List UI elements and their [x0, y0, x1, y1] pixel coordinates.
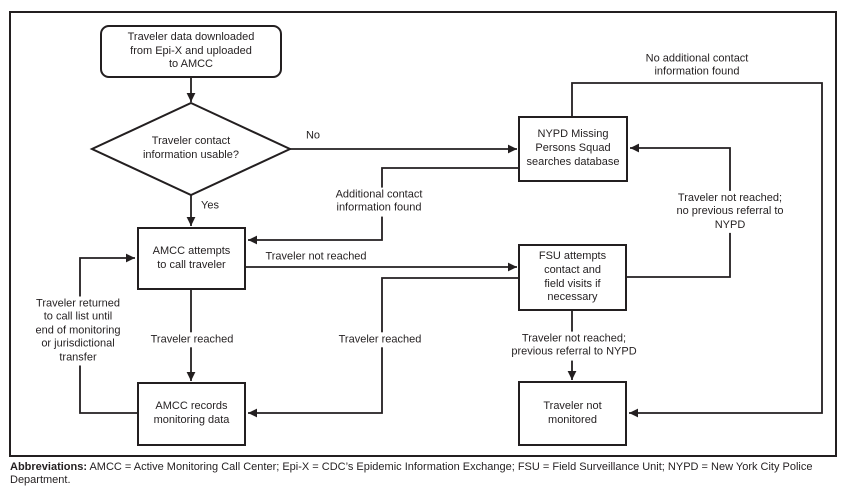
node-nypd-missing-persons: NYPD Missing Persons Squad searches data… — [518, 116, 628, 182]
node-traveler-not-monitored: Traveler not monitored — [518, 381, 627, 446]
node-amcc-attempts: AMCC attempts to call traveler — [137, 227, 246, 290]
abbreviations-title: Abbreviations: — [10, 461, 88, 473]
node-fsu-attempts: FSU attempts contact and field visits if… — [518, 244, 627, 311]
node-start: Traveler data downloaded from Epi-X and … — [100, 25, 282, 78]
edge-label-no: No — [305, 129, 321, 142]
edge-label-yes: Yes — [201, 199, 219, 212]
abbreviations: Abbreviations: AMCC = Active Monitoring … — [10, 461, 838, 487]
edge-nypd-no-additional-info-to-not-monitored — [571, 82, 823, 418]
edge-label-traveler-reached-left: Traveler reached — [148, 332, 236, 348]
node-decision-label: Traveler contact information usable? — [142, 135, 239, 161]
abbreviations-text: AMCC = Active Monitoring Call Center; Ep… — [10, 461, 813, 487]
node-not-monitored-label: Traveler not monitored — [543, 399, 602, 426]
edge-label-no-additional-info: No additional contact information found — [645, 52, 749, 78]
edge-label-traveler-not-reached: Traveler not reached — [265, 250, 367, 263]
edge-label-not-reached-no-referral: Traveler not reached; no previous referr… — [674, 190, 786, 234]
edge-label-returned-to-call-list: Traveler returned to call list until end… — [33, 296, 123, 366]
figure-border — [9, 11, 837, 457]
edge-label-traveler-reached-right: Traveler reached — [336, 332, 424, 348]
node-fsu-label: FSU attempts contact and field visits if… — [538, 249, 607, 304]
edge-label-not-reached-prev-referral: Traveler not reached; previous referral … — [509, 331, 639, 361]
node-nypd-label: NYPD Missing Persons Squad searches data… — [526, 128, 620, 168]
node-amcc-records: AMCC records monitoring data — [137, 382, 246, 446]
node-start-label: Traveler data downloaded from Epi-X and … — [127, 30, 255, 71]
node-amcc-attempts-label: AMCC attempts to call traveler — [152, 244, 231, 271]
node-amcc-records-label: AMCC records monitoring data — [153, 400, 230, 426]
edge-label-additional-info-found: Additional contact information found — [333, 187, 425, 217]
